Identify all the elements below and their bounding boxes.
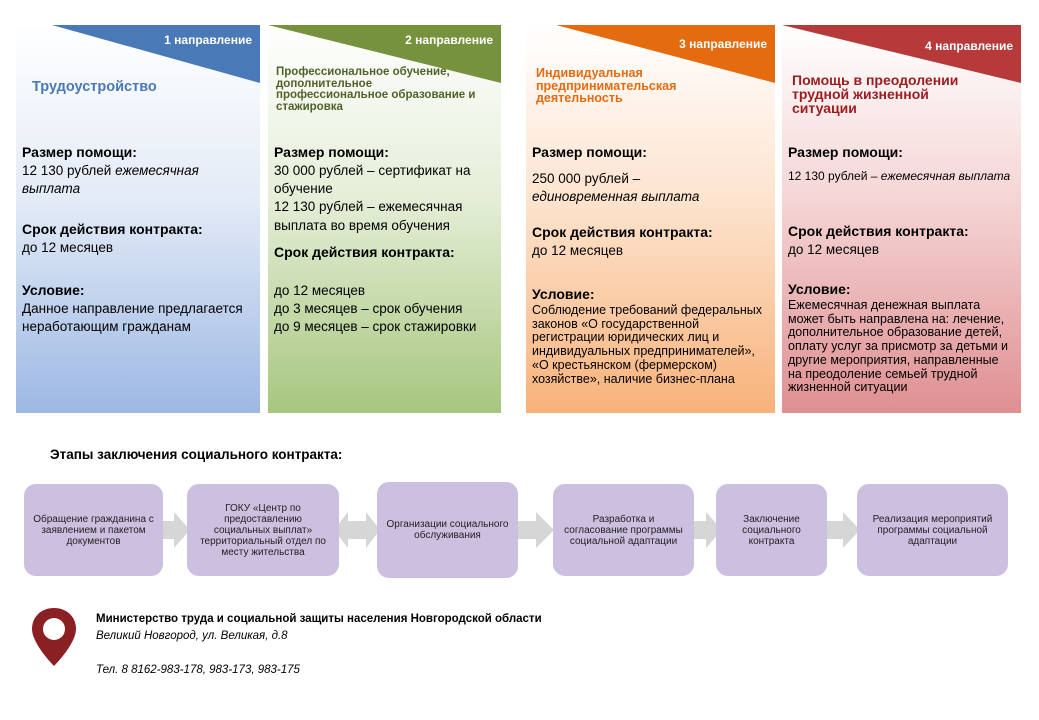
card-background xyxy=(782,25,1021,413)
aid-size-value: 12 130 рублей – xyxy=(788,168,878,183)
aid-size-heading: Размер помощи: xyxy=(22,144,137,160)
direction-banner xyxy=(556,25,775,83)
aid-size-block: Размер помощи: 250 000 рублей – единовре… xyxy=(532,143,769,206)
condition-block: Условие: Ежемесячная денежная выплата мо… xyxy=(788,280,1015,395)
term-heading: Срок действия контракта: xyxy=(274,244,455,260)
direction-card-3: 3 направление Индивидуальная предпринима… xyxy=(526,25,775,413)
condition-heading: Условие: xyxy=(532,286,595,302)
direction-banner xyxy=(52,25,260,83)
stage-4: Разработка и согласование программы соци… xyxy=(553,484,694,576)
location-pin-icon xyxy=(32,608,76,666)
direction-label: 3 направление xyxy=(679,37,767,51)
aid-size-line-1: 30 000 рублей – сертификат на обучение xyxy=(274,162,471,197)
direction-card-2: 2 направление Профессиональное обучение,… xyxy=(268,25,501,413)
direction-label: 1 направление xyxy=(164,33,252,47)
direction-card-1: 1 направление Трудоустройство Размер пом… xyxy=(16,25,260,413)
term-block: Срок действия контракта: до 12 месяцев д… xyxy=(274,243,495,337)
stage-6: Реализация мероприятий программы социаль… xyxy=(857,484,1008,576)
stage-5: Заключение социального контракта xyxy=(716,484,827,576)
direction-label: 2 направление xyxy=(405,33,493,47)
aid-size-block: Размер помощи: 30 000 рублей – сертифика… xyxy=(274,143,495,235)
stage-1: Обращение гражданина с заявлением и паке… xyxy=(24,484,163,576)
term-value: до 12 месяцев xyxy=(788,241,880,257)
aid-size-value: 12 130 рублей xyxy=(22,162,112,178)
aid-size-heading: Размер помощи: xyxy=(532,144,647,160)
direction-title: Профессиональное обучение, дополнительно… xyxy=(276,66,476,113)
term-block: Срок действия контракта: до 12 месяцев xyxy=(532,223,769,260)
arrow-right-icon xyxy=(826,512,860,548)
direction-label: 4 направление xyxy=(925,39,1013,53)
stage-3: Организации социального обслуживания xyxy=(377,482,518,578)
stages-title: Этапы заключения социального контракта: xyxy=(50,447,343,462)
direction-banner xyxy=(782,25,1021,83)
condition-text: Соблюдение требований федеральных законо… xyxy=(532,302,762,386)
aid-size-type: единовременная выплата xyxy=(532,189,700,205)
term-line-1: до 12 месяцев xyxy=(274,282,366,298)
condition-heading: Условие: xyxy=(22,282,85,298)
aid-size-block: Размер помощи: 12 130 рублей ежемесячная… xyxy=(22,143,254,198)
condition-heading: Условие: xyxy=(788,281,851,297)
organization-address: Великий Новгород, ул. Великая, д.8 xyxy=(96,630,288,642)
stage-2: ГОКУ «Центр по предоставлению социальных… xyxy=(187,484,339,576)
term-heading: Срок действия контракта: xyxy=(22,221,203,237)
direction-title: Помощь в преодолении трудной жизненной с… xyxy=(792,72,959,116)
organization-phone: Тел. 8 8162-983-178, 983-173, 983-175 xyxy=(96,664,300,676)
term-value: до 12 месяцев xyxy=(532,242,624,258)
term-heading: Срок действия контракта: xyxy=(532,224,713,240)
card-background xyxy=(16,25,260,413)
aid-size-heading: Размер помощи: xyxy=(788,144,903,160)
term-block: Срок действия контракта: до 12 месяцев xyxy=(22,220,254,257)
aid-size-value: 250 000 рублей – xyxy=(532,170,641,186)
arrow-right-icon xyxy=(518,512,554,548)
arrow-right-icon xyxy=(158,512,190,548)
term-block: Срок действия контракта: до 12 месяцев xyxy=(788,222,1015,259)
condition-block: Условие: Данное направление предлагается… xyxy=(22,281,254,336)
condition-block: Условие: Соблюдение требований федеральн… xyxy=(532,285,769,386)
aid-size-line-2: 12 130 рублей – ежемесячная выплата во в… xyxy=(274,199,463,233)
direction-banner xyxy=(268,25,501,83)
condition-text: Ежемесячная денежная выплата может быть … xyxy=(788,297,1009,395)
condition-text: Данное направление предлагается неработа… xyxy=(22,300,243,335)
card-background xyxy=(526,25,775,413)
direction-title: Трудоустройство xyxy=(32,79,157,95)
term-value: до 12 месяцев xyxy=(22,239,114,255)
aid-size-heading: Размер помощи: xyxy=(274,144,389,160)
card-background xyxy=(268,25,501,413)
arrow-right-icon xyxy=(690,512,722,548)
aid-size-type: ежемесячная выплата xyxy=(22,162,199,197)
term-heading: Срок действия контракта: xyxy=(788,223,969,239)
aid-size-type: ежемесячная выплата xyxy=(880,168,1011,183)
term-line-2: до 3 месяцев – срок обучения xyxy=(274,301,463,317)
direction-card-4: 4 направление Помощь в преодолении трудн… xyxy=(782,25,1021,413)
direction-title: Индивидуальная предпринимательская деяте… xyxy=(536,66,677,105)
term-line-3: до 9 месяцев – срок стажировки xyxy=(274,319,477,335)
double-arrow-icon xyxy=(334,512,380,548)
organization-name: Министерство труда и социальной защиты н… xyxy=(96,613,542,625)
aid-size-block: Размер помощи: 12 130 рублей – ежемесячн… xyxy=(788,143,1015,184)
